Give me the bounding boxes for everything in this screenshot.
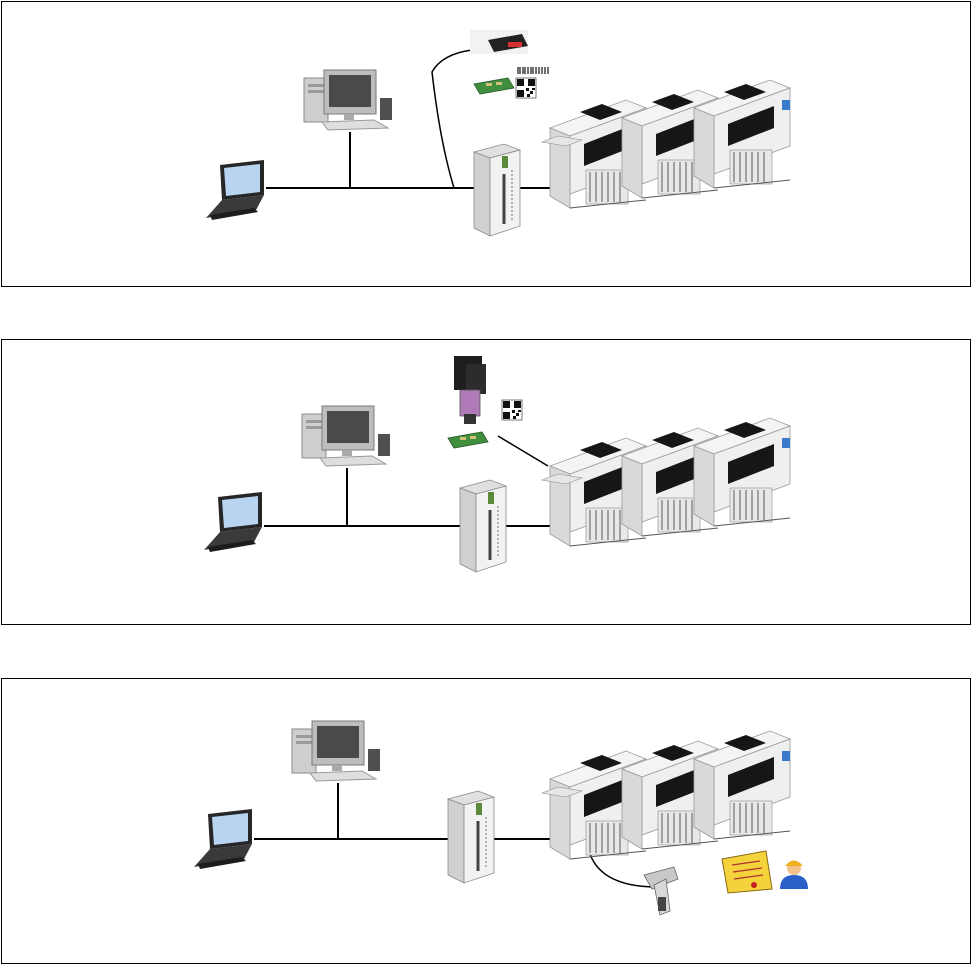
pcb-board-icon — [448, 432, 488, 448]
network-panel-2 — [1, 339, 971, 625]
document-icon — [722, 851, 772, 893]
network-panel-3 — [1, 678, 971, 964]
fixed-code-reader-icon — [454, 356, 486, 424]
laptop-icon — [204, 492, 262, 552]
server-tower-icon — [448, 791, 494, 883]
network-diagram — [2, 679, 970, 963]
qr-code-icon — [516, 78, 536, 98]
network-panel-1 — [1, 1, 971, 287]
scanner-cable — [432, 50, 472, 188]
laptop-icon — [206, 160, 264, 220]
desktop-pc-icon — [304, 70, 392, 130]
desktop-pc-icon — [292, 721, 380, 781]
barcode-label-icon — [517, 66, 551, 75]
network-diagram — [2, 2, 970, 286]
laptop-icon — [194, 809, 252, 869]
handheld-scanner-icon — [644, 867, 678, 915]
network-diagram — [2, 340, 970, 624]
server-tower-icon — [460, 480, 506, 572]
placement-machine-line-icon — [542, 80, 790, 208]
qr-code-icon — [502, 400, 522, 420]
pcb-board-icon — [474, 78, 514, 94]
laser-barcode-scanner-icon — [470, 30, 528, 54]
reader-cable — [498, 436, 548, 466]
server-tower-icon — [474, 144, 520, 236]
placement-machine-line-icon — [542, 418, 790, 546]
desktop-pc-icon — [302, 406, 390, 466]
placement-machine-line-icon — [542, 731, 790, 859]
operator-icon — [780, 861, 808, 890]
